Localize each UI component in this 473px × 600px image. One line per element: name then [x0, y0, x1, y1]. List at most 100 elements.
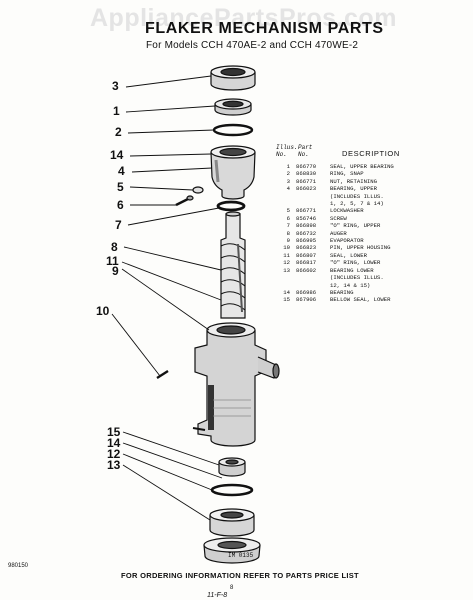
part-number: 866995 — [296, 237, 317, 245]
callout-4: 4 — [118, 164, 125, 178]
callout-9: 9 — [112, 264, 119, 278]
parts-table-header: Illus. No. Part No. DESCRIPTION — [276, 144, 466, 163]
lower-bearing-part — [203, 508, 261, 564]
part-description-note: 1, 2, 5, 7 & 14) — [330, 200, 384, 208]
part-number: 866898 — [296, 222, 317, 230]
illus-no: 4 — [286, 185, 290, 193]
watermark-logo: AppliancePartsPros.com — [90, 4, 397, 32]
part-number: 866770 — [296, 163, 317, 170]
part-description: SCREW — [330, 214, 347, 222]
part-description: "O" RING, UPPER — [330, 222, 381, 230]
table-row-continuation: 1, 2, 5, 7 & 14) — [276, 200, 466, 207]
page-subtitle: For Models CCH 470AE-2 and CCH 470WE-2 — [146, 40, 359, 51]
callout-7: 7 — [115, 218, 122, 232]
table-row: 12 866817 "O" RING, LOWER — [276, 259, 466, 266]
header-part-no: Part No. — [298, 144, 313, 158]
table-row: 15 867906 BELLOW SEAL, LOWER — [276, 296, 466, 303]
header-description: DESCRIPTION — [342, 149, 400, 158]
illus-no: 1 — [286, 163, 290, 170]
callout-11: 11 — [106, 254, 119, 268]
illus-no: 11 — [283, 251, 290, 259]
header-illus-no: Illus. No. — [276, 144, 298, 158]
illus-no: 14 — [283, 288, 290, 296]
part-description: "O" RING, LOWER — [330, 259, 381, 267]
part-number: 866823 — [296, 244, 317, 252]
page-number: 8 — [230, 585, 234, 591]
drawing-code: IM 0135 — [228, 552, 254, 559]
table-row: 13 866602 BEARING LOWER — [276, 267, 466, 274]
illus-no: 15 — [283, 296, 290, 304]
part-description-note: (INCLUDES ILLUS. — [330, 274, 384, 282]
upper-housing-pin-part — [156, 369, 169, 380]
part-description: SEAL, UPPER BEARING — [330, 163, 394, 170]
table-row: 10 866823 PIN, UPPER HOUSING — [276, 244, 466, 251]
part-description: BEARING LOWER — [330, 266, 374, 274]
callout-14-upper: 14 — [110, 148, 124, 162]
part-number: 866023 — [296, 185, 317, 193]
table-row: 1 866770 SEAL, UPPER BEARING — [276, 163, 466, 170]
ordering-info-footer: FOR ORDERING INFORMATION REFER TO PARTS … — [121, 571, 359, 580]
table-row-continuation: 12, 14 & 15) — [276, 282, 466, 289]
part-number: 866771 — [296, 177, 317, 185]
page-title: FLAKER MECHANISM PARTS — [145, 20, 384, 37]
table-row: 2 868830 RING, SNAP — [276, 170, 466, 177]
lockwasher-and-screw-part — [175, 186, 204, 207]
callout-10: 10 — [96, 304, 110, 318]
part-number: 866807 — [296, 251, 317, 259]
table-row: 3 866771 NUT, RETAINING — [276, 178, 466, 185]
callout-8: 8 — [111, 240, 118, 254]
illus-no: 6 — [286, 214, 290, 222]
callout-6: 6 — [117, 198, 124, 212]
table-row: 11 866807 SEAL, LOWER — [276, 252, 466, 259]
upper-o-ring-part — [216, 200, 246, 212]
part-description: SEAL, LOWER — [330, 251, 367, 259]
illus-no: 7 — [286, 222, 290, 230]
callout-14-lower: 14 — [107, 436, 121, 450]
part-description: BEARING, UPPER — [330, 185, 377, 193]
table-row-continuation: (INCLUDES ILLUS. — [276, 274, 466, 281]
part-description: NUT, RETAINING — [330, 177, 377, 185]
part-number: 867906 — [296, 296, 317, 304]
table-row: 6 856746 SCREW — [276, 215, 466, 222]
part-description-note: (INCLUDES ILLUS. — [330, 192, 384, 200]
illus-no: 13 — [283, 266, 290, 274]
table-row: 14 866986 BEARING — [276, 289, 466, 296]
illus-no: 2 — [286, 170, 290, 178]
document-code: 980150 — [8, 563, 29, 569]
part-number: 866771 — [296, 207, 317, 215]
table-row: 7 866898 "O" RING, UPPER — [276, 222, 466, 229]
part-number: 866986 — [296, 288, 317, 296]
part-number: 866817 — [296, 259, 317, 267]
callout-5: 5 — [117, 180, 124, 194]
parts-table-rows: 1 866770 SEAL, UPPER BEARING 2 868830 RING, S… — [276, 163, 466, 304]
part-description: PIN, UPPER HOUSING — [330, 244, 391, 252]
callout-15: 15 — [107, 425, 121, 439]
part-number: 866602 — [296, 266, 317, 274]
part-description: BELLOW SEAL, LOWER — [330, 296, 391, 304]
part-description-note: 12, 14 & 15) — [330, 281, 371, 289]
callout-13: 13 — [107, 458, 121, 472]
illus-no: 3 — [286, 177, 290, 185]
retaining-nut-part — [210, 65, 256, 91]
auger-part — [220, 211, 246, 319]
part-number: 856746 — [296, 214, 317, 222]
callout-12: 12 — [107, 447, 121, 461]
illus-no: 12 — [283, 259, 290, 267]
part-description: AUGER — [330, 229, 347, 237]
part-number: 868830 — [296, 170, 317, 178]
part-description: RING, SNAP — [330, 170, 364, 178]
illus-no: 10 — [283, 244, 290, 252]
lower-bearing-seal-part — [218, 457, 246, 477]
table-row: 4 866023 BEARING, UPPER — [276, 185, 466, 192]
callout-3: 3 — [112, 79, 119, 93]
part-description: BEARING — [330, 288, 354, 296]
table-row-continuation: (INCLUDES ILLUS. — [276, 193, 466, 200]
part-description: EVAPORATOR — [330, 237, 364, 245]
